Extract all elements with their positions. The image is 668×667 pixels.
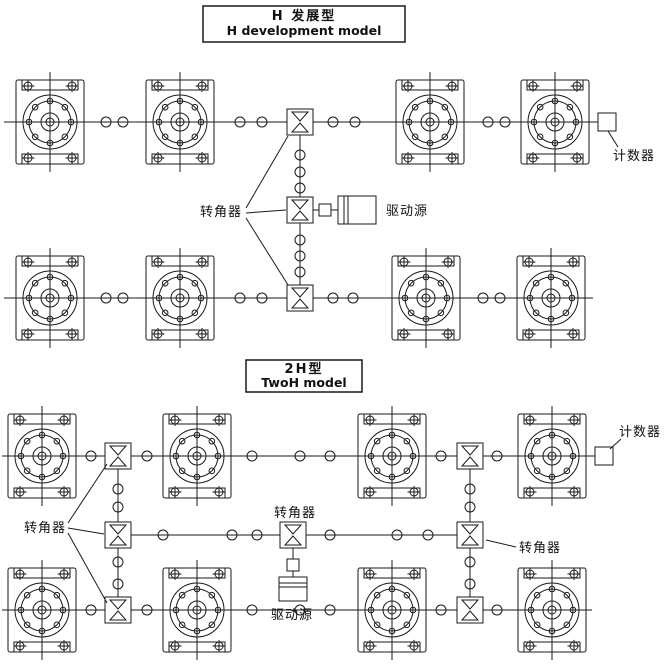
counter-label: 计数器 [619,425,661,440]
screw-jack [357,559,427,661]
leader-lines [67,438,622,604]
counter-label: 计数器 [613,149,655,164]
corner-gearbox [286,284,314,312]
corner-gearbox-right-label: 转角器 [519,541,561,556]
screw-jack [520,71,590,173]
corner-gearbox-label: 转角器 [200,205,242,220]
screw-jack [15,71,85,173]
h-model-title-en: H development model [227,23,382,38]
corner-gearbox [456,442,484,470]
h-model-title-cn: H 发展型 [272,8,336,24]
drive-source-label: 驱动源 [386,204,428,219]
h-model-section: H 发展型 H development model 转角器 驱动源 计数器 [15,5,655,349]
screw-jack [517,559,587,661]
screw-jack [7,559,77,661]
corner-gearbox [104,521,132,549]
screw-jack [145,247,215,349]
drive-motor [313,195,377,225]
screw-jack [391,247,461,349]
drive-motor [278,558,308,602]
drive-source-label: 驱动源 [271,608,313,623]
corner-gearbox [279,521,307,549]
corner-gearbox [456,521,484,549]
two-h-title-en: TwoH model [261,375,346,390]
corner-gearbox [456,596,484,624]
corner-gearbox-center-label: 转角器 [274,506,316,521]
corner-gearbox-left-label: 转角器 [24,521,66,536]
screw-jack [516,247,586,349]
corner-gearbox [286,196,314,224]
corner-gearbox [104,442,132,470]
screw-jack [517,405,587,507]
two-h-title-box [245,359,363,393]
screw-jack [7,405,77,507]
corner-gearbox [104,596,132,624]
counter-box [594,446,614,466]
screw-jack [162,559,232,661]
screw-jack [145,71,215,173]
screw-jack [15,247,85,349]
counter-box [597,112,617,132]
screw-jack [357,405,427,507]
two-h-title-cn: 2H型 [285,361,324,377]
leader-lines [245,130,619,286]
corner-gearbox [286,108,314,136]
screw-jack [162,405,232,507]
h-model-title-box [202,5,406,43]
screw-jack [395,71,465,173]
two-h-model-section: 2H型 TwoH model 转角器 转角器 转角器 驱动源 计数器 [7,359,661,661]
